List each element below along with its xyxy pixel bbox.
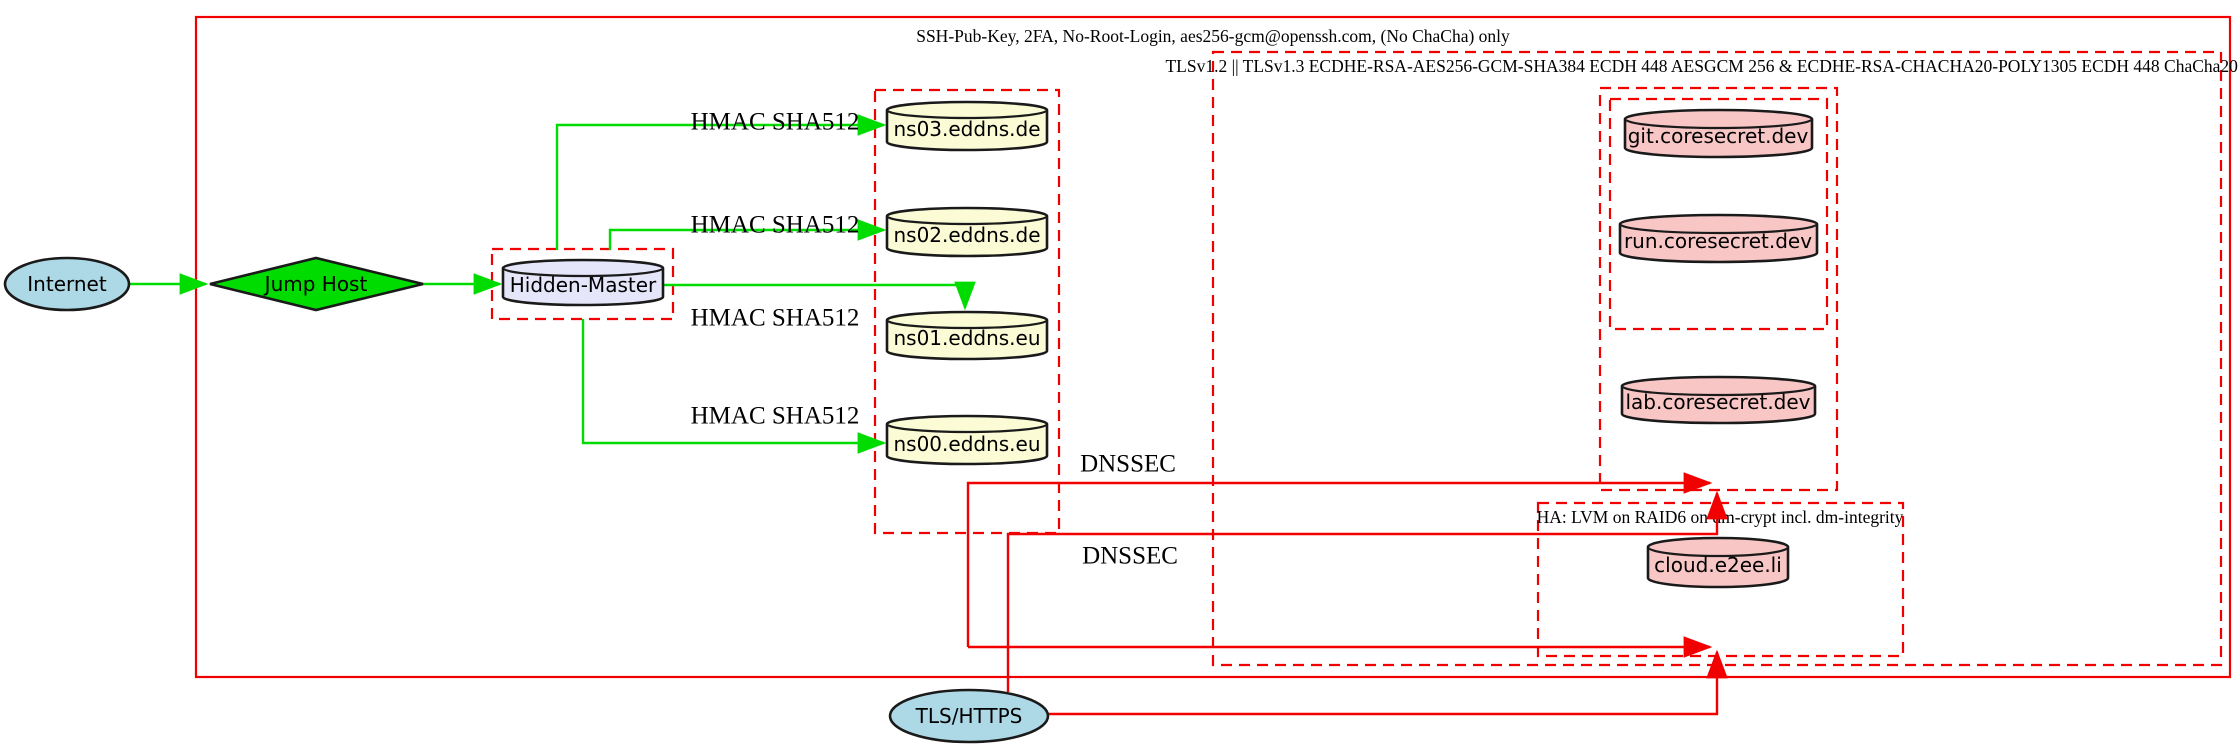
node-jump-host: Jump Host — [209, 256, 424, 312]
ns02-label: ns02.eddns.de — [893, 223, 1040, 247]
run-label: run.coresecret.dev — [1624, 229, 1812, 253]
ns01-label: ns01.eddns.eu — [893, 326, 1040, 350]
node-hidden-master: Hidden-Master — [501, 258, 665, 307]
ns03-cylinder — [885, 100, 1049, 152]
hidden-master-label: Hidden-Master — [510, 273, 657, 297]
git-label: git.coresecret.dev — [1628, 124, 1809, 148]
node-run: run.coresecret.dev — [1618, 213, 1819, 264]
edge-label-hmac-ns01: HMAC SHA512 — [691, 305, 860, 332]
node-tls-https: TLS/HTTPS — [888, 688, 1050, 744]
ns00-cylinder — [885, 414, 1049, 466]
lab-label: lab.coresecret.dev — [1625, 390, 1810, 414]
cloud-cylinder — [1646, 536, 1790, 589]
hidden-master-cylinder — [501, 258, 665, 307]
edge-label-hmac-ns03: HMAC SHA512 — [691, 109, 860, 136]
edge-label-dnssec-2: DNSSEC — [1082, 543, 1178, 570]
internet-label: Internet — [27, 272, 107, 296]
node-internet: Internet — [3, 256, 131, 312]
edge-label-hmac-ns02: HMAC SHA512 — [691, 212, 860, 239]
git-cylinder — [1623, 108, 1814, 159]
edge-dns-coresecret-dnssec — [966, 472, 1713, 647]
edge-tlshttps-ha — [1048, 649, 1728, 716]
internet-ellipse — [3, 256, 131, 312]
cluster-ha-label: HA: LVM on RAID6 on dm-crypt incl. dm-in… — [1537, 507, 1904, 527]
ns01-cylinder — [885, 310, 1049, 361]
node-lab: lab.coresecret.dev — [1620, 375, 1817, 425]
cluster-tls-label: TLSv1.2 || TLSv1.3 ECDHE-RSA-AES256-GCM-… — [1165, 56, 2240, 76]
cloud-label: cloud.e2ee.li — [1654, 553, 1782, 577]
lab-cylinder — [1620, 375, 1817, 425]
ns02-cylinder — [885, 206, 1049, 258]
node-cloud: cloud.e2ee.li — [1646, 536, 1790, 589]
cluster-ssh-label: SSH-Pub-Key, 2FA, No-Root-Login, aes256-… — [916, 26, 1510, 46]
ns00-label: ns00.eddns.eu — [893, 432, 1040, 456]
cluster-ssh: SSH-Pub-Key, 2FA, No-Root-Login, aes256-… — [194, 15, 2232, 679]
edge-hiddenmaster-ns02 — [608, 219, 887, 250]
cluster-dns-border — [873, 88, 1061, 535]
tls-https-label: TLS/HTTPS — [915, 704, 1023, 728]
node-ns02: ns02.eddns.de — [885, 206, 1049, 258]
jump-host-label: Jump Host — [263, 272, 368, 296]
run-cylinder — [1618, 213, 1819, 264]
node-ns03: ns03.eddns.de — [885, 100, 1049, 152]
node-ns01: ns01.eddns.eu — [885, 310, 1049, 361]
edge-label-dnssec-1: DNSSEC — [1080, 451, 1176, 478]
edge-tlshttps-coresecret — [1006, 490, 1728, 692]
cluster-git-run-border — [1608, 97, 1829, 331]
tls-https-ellipse — [888, 688, 1050, 744]
edge-label-hmac-ns00: HMAC SHA512 — [691, 403, 860, 430]
edge-hiddenmaster-ns00 — [581, 319, 887, 454]
ns03-label: ns03.eddns.de — [893, 117, 1040, 141]
cluster-coresecret-border — [1598, 86, 1839, 492]
edge-hiddenmaster-ns01 — [663, 281, 976, 311]
jump-host-diamond — [209, 256, 424, 312]
node-ns00: ns00.eddns.eu — [885, 414, 1049, 466]
node-git: git.coresecret.dev — [1623, 108, 1814, 159]
cluster-ssh-border — [194, 15, 2232, 679]
edge-hiddenmaster-ns03 — [555, 114, 887, 250]
